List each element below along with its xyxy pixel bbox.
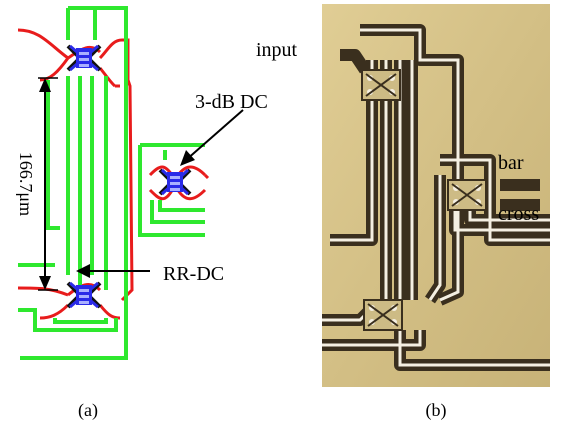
chip-coupler-top — [361, 69, 401, 101]
chip-coupler-right — [447, 179, 487, 211]
label-input: input — [256, 39, 298, 61]
arrow-rr-dc — [76, 264, 150, 278]
arrow-3db-dc — [180, 109, 244, 166]
label-rr-dc: RR-DC — [163, 263, 224, 285]
label-cross: cross — [498, 203, 539, 225]
dimension-marker — [38, 77, 58, 291]
caption-a: (a) — [78, 400, 98, 421]
chip-coupler-bottom — [363, 299, 403, 331]
red-waveguides — [17, 28, 210, 320]
dimension-label: 166.7μm — [16, 152, 36, 216]
green-waveguides — [18, 6, 205, 360]
caption-b: (b) — [426, 400, 447, 421]
panel-a-layout: 166.7μm 3-dB DC RR-DC (a) — [16, 6, 268, 421]
label-3db-dc: 3-dB DC — [195, 91, 268, 113]
label-bar: bar — [498, 152, 524, 174]
coupler-rr-dc — [66, 281, 102, 309]
coupler-top — [66, 44, 102, 72]
panel-b-micrograph: input bar cross (b) — [256, 4, 550, 421]
coupler-3db-dc — [158, 168, 192, 196]
